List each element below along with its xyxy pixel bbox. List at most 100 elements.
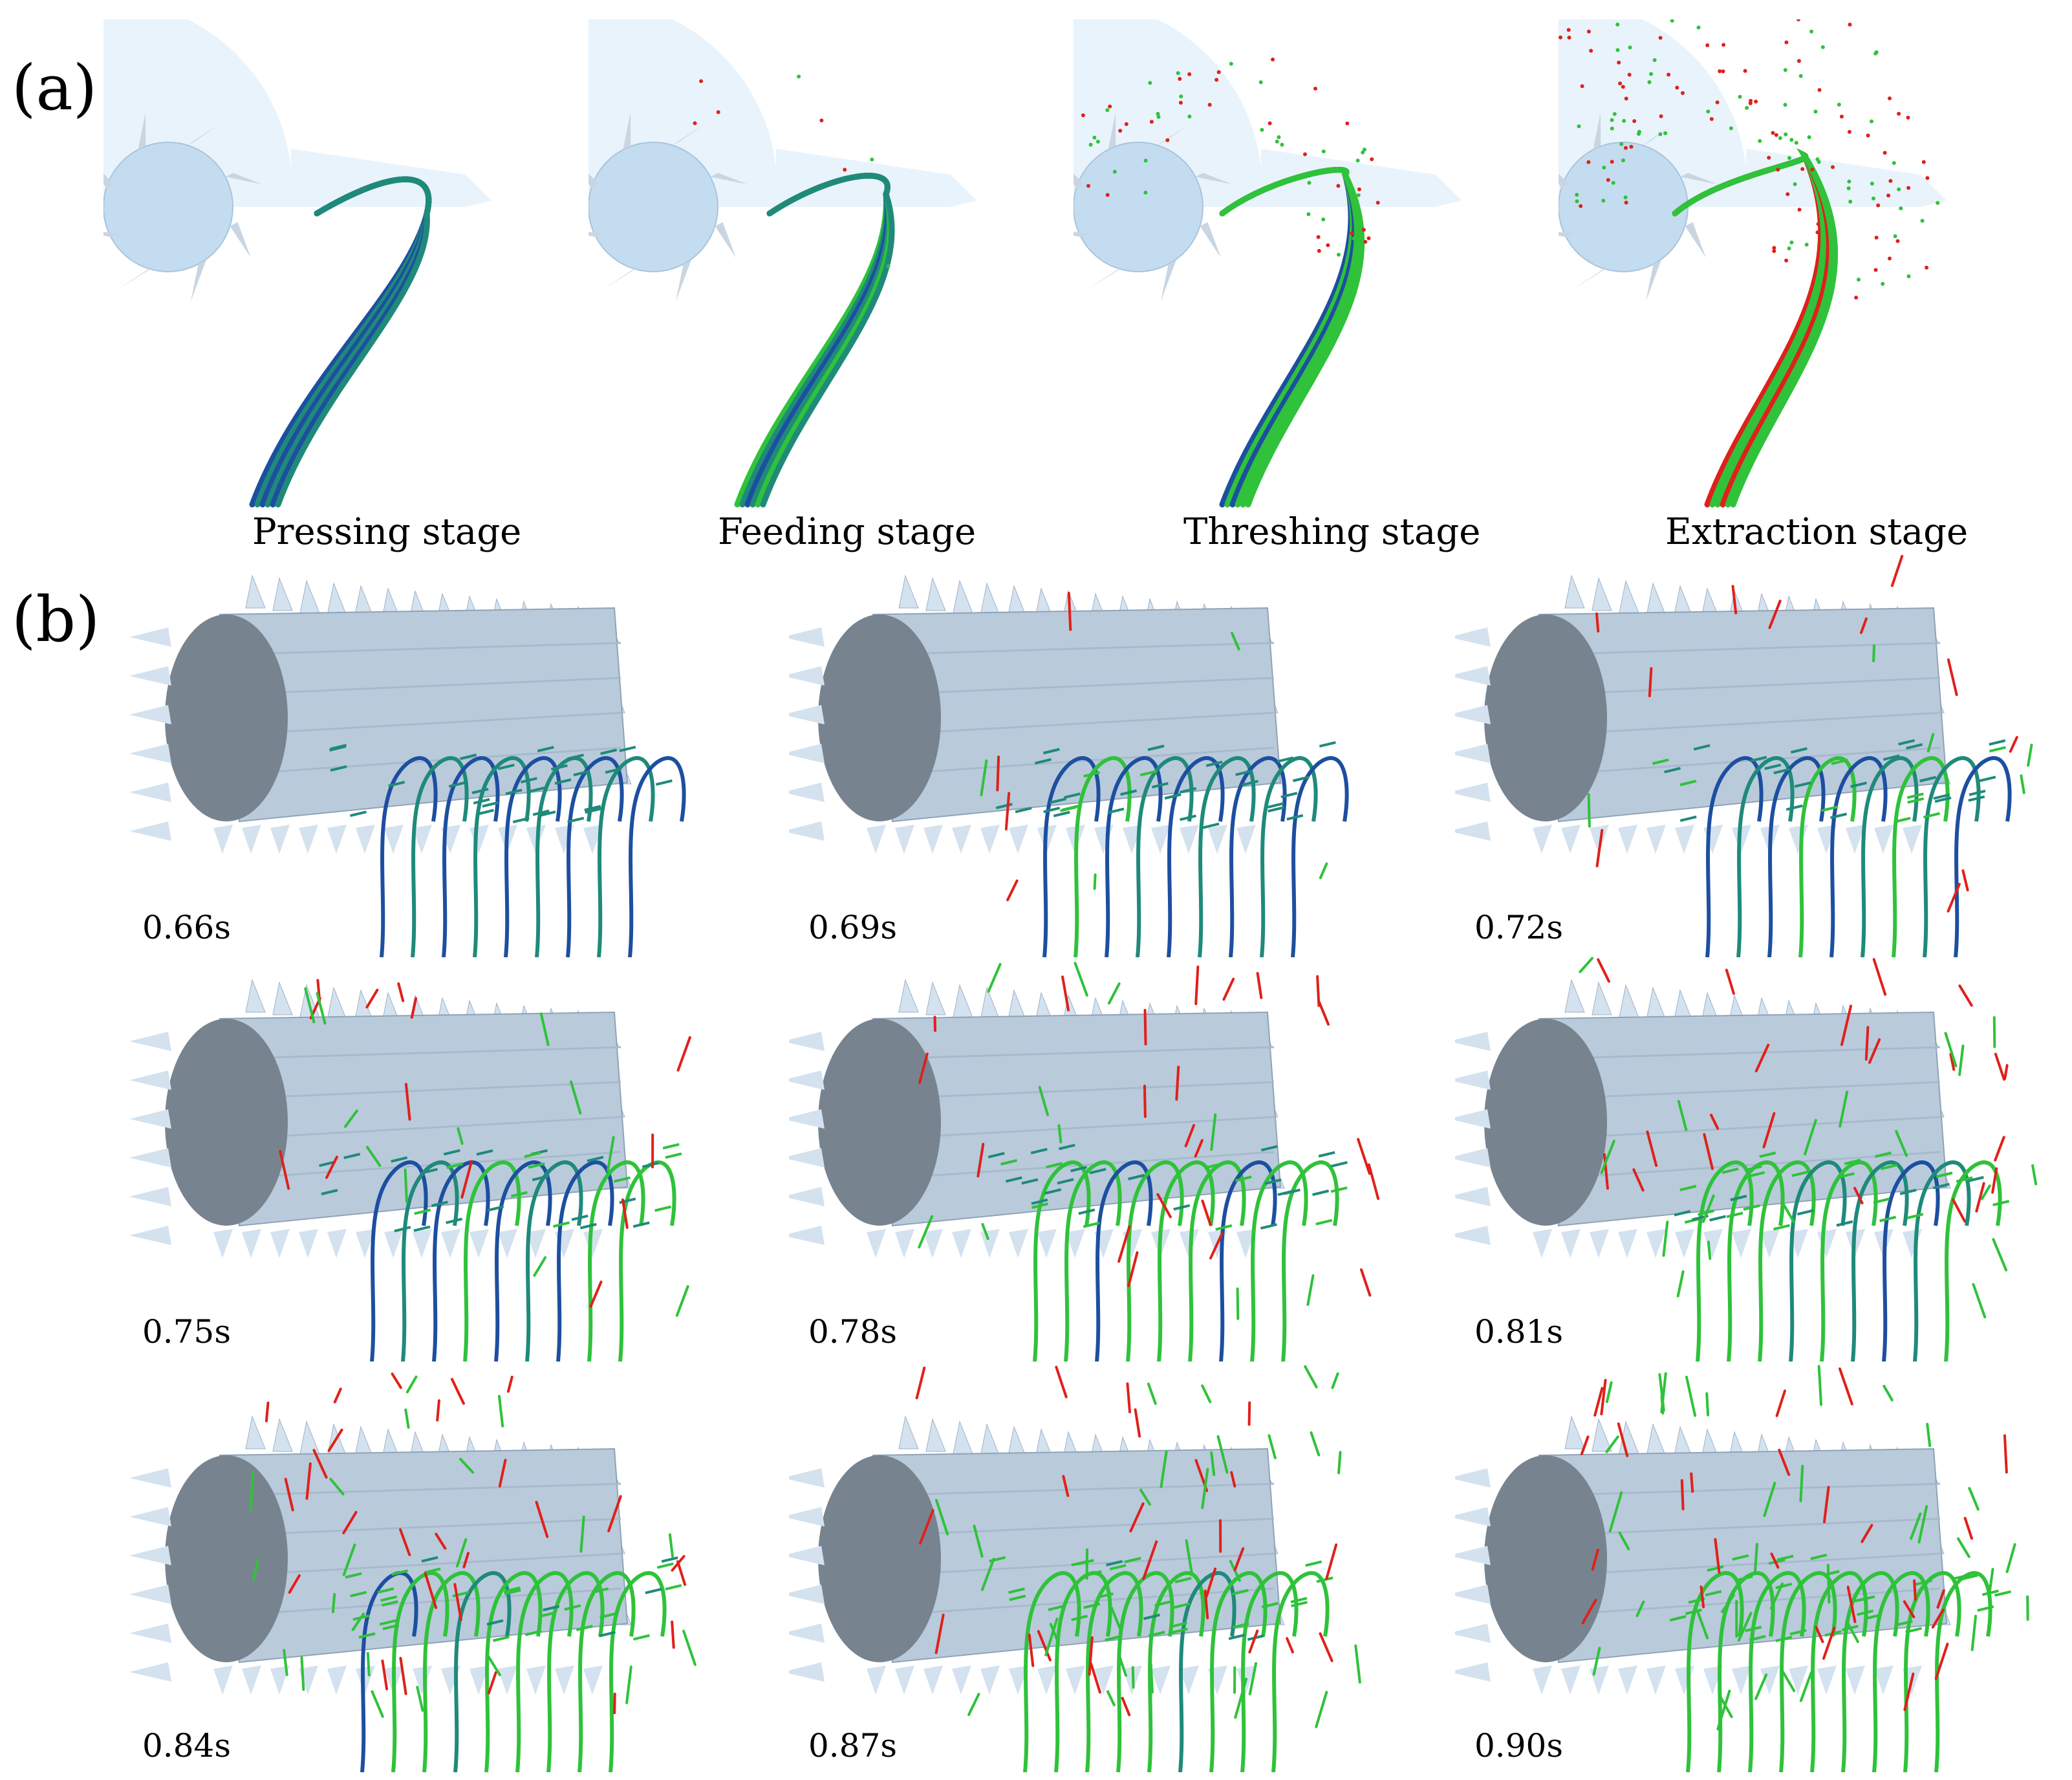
- grain-particle: [1771, 131, 1775, 135]
- stalk: [1717, 1571, 1775, 1772]
- grain-particle: [1787, 156, 1791, 160]
- seed-head: [431, 1200, 448, 1208]
- cylinder-end: [165, 1019, 288, 1226]
- grain-streak: [996, 755, 1000, 792]
- grain-streak: [1591, 1548, 1599, 1571]
- seed-head: [1898, 739, 1916, 746]
- cylinder-bar: [226, 1587, 621, 1617]
- grain-streak: [1860, 617, 1868, 635]
- seed-head: [1709, 1215, 1727, 1222]
- seed-head: [1171, 1627, 1188, 1634]
- grain-streak: [1994, 1136, 2005, 1162]
- seed-head: [1044, 1188, 1062, 1195]
- stalk: [546, 1571, 605, 1772]
- seed-head: [382, 1623, 400, 1631]
- cylinder-tooth: [1760, 1666, 1780, 1695]
- grain-particle: [1303, 152, 1307, 157]
- stalk: [453, 1571, 512, 1772]
- cylinder-tooth: [1455, 1070, 1491, 1090]
- grain-streak: [1660, 1372, 1667, 1414]
- stalk: [734, 173, 890, 508]
- grain-particle: [1831, 266, 1835, 271]
- cylinder-tooth: [1455, 1507, 1491, 1526]
- grain-streak: [1762, 1112, 1776, 1149]
- cylinder-bar: [1545, 1482, 1941, 1497]
- grain-streak: [498, 1459, 507, 1488]
- grain-streak: [506, 1375, 513, 1393]
- grain-streak: [459, 1457, 475, 1474]
- seed-head: [1961, 1574, 1978, 1581]
- cylinder-tooth: [1564, 979, 1585, 1013]
- cylinder-tooth: [129, 627, 171, 647]
- grain-streak: [1890, 554, 1904, 587]
- grain-particle: [1624, 201, 1628, 205]
- cylinder-tooth: [1455, 1468, 1491, 1488]
- cylinder-tooth: [1732, 1229, 1751, 1258]
- grain-particle: [1778, 136, 1782, 140]
- stalk: [1705, 756, 1764, 957]
- seed-head: [1786, 804, 1803, 811]
- cylinder-tooth: [272, 981, 293, 1015]
- cylinder-tooth: [327, 986, 347, 1021]
- grain-particle: [1336, 184, 1341, 188]
- grain-particle: [1628, 45, 1632, 50]
- stalk: [1281, 1160, 1339, 1362]
- grain-particle: [1888, 179, 1893, 183]
- grain-streak: [288, 1574, 301, 1594]
- cylinder-tooth: [953, 1420, 973, 1455]
- seed-head: [1180, 814, 1196, 821]
- grain-particle: [1362, 147, 1366, 152]
- grain-particle: [1623, 195, 1628, 200]
- grain-streak: [279, 1149, 290, 1190]
- grain-particle: [1797, 59, 1801, 63]
- cylinder-end: [1484, 614, 1607, 821]
- grain-particle: [1797, 19, 1800, 21]
- grain-particle: [1793, 182, 1797, 186]
- stalk: [1696, 1160, 1754, 1362]
- grain-streak: [1980, 1184, 1991, 1200]
- cylinder-tooth: [895, 825, 914, 854]
- grain-particle: [1675, 85, 1679, 90]
- stalk: [1042, 756, 1101, 957]
- seed-head: [473, 798, 490, 805]
- grain-particle: [699, 79, 704, 83]
- seed-head: [1106, 1559, 1123, 1567]
- seed-head: [1139, 770, 1157, 777]
- cylinder-end: [818, 1455, 941, 1662]
- seed-head: [1992, 1200, 2010, 1207]
- stage-caption-pressing: Pressing stage: [252, 511, 522, 553]
- seed-head: [1235, 769, 1253, 776]
- grain-particle: [1681, 91, 1685, 95]
- seed-head: [1063, 792, 1081, 799]
- grain-streak: [1815, 1626, 1824, 1644]
- grain-streak: [535, 1501, 549, 1538]
- grain-streak: [1690, 1472, 1694, 1493]
- stalk: [1767, 756, 1826, 957]
- grain-particle: [1187, 72, 1192, 76]
- seed-head: [1864, 1613, 1882, 1620]
- grain-particle: [1143, 190, 1148, 195]
- grain-streak: [1595, 829, 1604, 867]
- grain-particle: [1874, 235, 1879, 240]
- seed-head: [662, 1143, 680, 1150]
- grain-particle: [1696, 25, 1701, 30]
- cylinder-tooth: [213, 1666, 233, 1695]
- seed-head: [1260, 1145, 1278, 1152]
- drum: [588, 142, 718, 272]
- grain-particle: [1095, 140, 1100, 144]
- grain-streak: [1822, 1627, 1836, 1660]
- seed-head: [1277, 756, 1294, 763]
- cylinder-tooth: [789, 1187, 825, 1206]
- seed-head: [661, 1556, 678, 1563]
- grain-streak: [2020, 774, 2025, 794]
- cylinder-tooth: [129, 1546, 171, 1565]
- grain-particle: [1876, 203, 1881, 208]
- stalk: [1188, 1160, 1246, 1362]
- grain-particle: [1313, 87, 1317, 91]
- cylinder-tooth: [789, 1226, 825, 1245]
- cylinder-end: [165, 1455, 288, 1662]
- grain-particle: [1321, 217, 1326, 222]
- thresher-tooth: [117, 265, 157, 290]
- cylinder-tooth: [1455, 783, 1491, 802]
- grain-particle: [1870, 119, 1873, 124]
